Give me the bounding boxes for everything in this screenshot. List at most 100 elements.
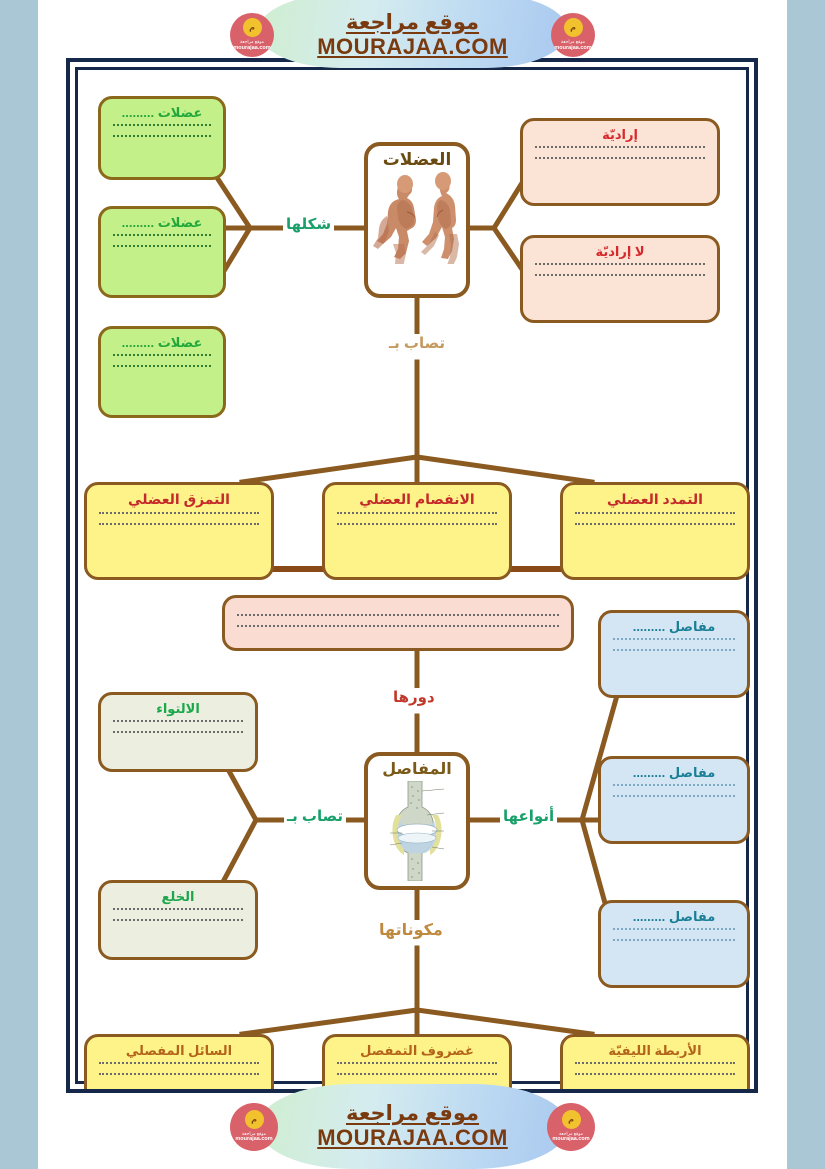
- muscle-voluntary-box[interactable]: إراديّة: [520, 118, 720, 206]
- joints-hub[interactable]: المفاصل: [364, 752, 470, 890]
- logo-bottom-right: م موقع مراجعة mourajaa.com: [547, 1102, 595, 1151]
- answer-line[interactable]: [575, 511, 735, 514]
- logo-caption-url: mourajaa.com: [235, 1136, 273, 1143]
- answer-line[interactable]: [337, 511, 497, 514]
- joint-component-box-2-title: غضروف التمفصل: [360, 1043, 474, 1058]
- answer-line[interactable]: [613, 928, 735, 931]
- answer-line[interactable]: [613, 784, 735, 787]
- logo-top-left: م موقع مراجعة mourajaa.com: [230, 13, 274, 57]
- joint-type-box-1-title: مفاصل .........: [632, 619, 716, 634]
- answer-line[interactable]: [575, 522, 735, 525]
- bottom-banner: م موقع مراجعة mourajaa.com م موقع مراجعة…: [38, 1084, 787, 1169]
- answer-line[interactable]: [535, 146, 705, 149]
- joint-component-box-1-title: السائل المفصلي: [125, 1043, 233, 1058]
- muscle-injury-box-2[interactable]: الانفصام العضلي: [322, 482, 512, 580]
- joint-type-box-3-title: مفاصل .........: [632, 909, 716, 924]
- muscle-shape-box-2[interactable]: عضلات .........: [98, 206, 226, 298]
- answer-line[interactable]: [613, 638, 735, 641]
- answer-line[interactable]: [337, 1073, 497, 1076]
- answer-line[interactable]: [113, 919, 243, 922]
- site-url[interactable]: MOURAJAA.COM: [317, 1125, 508, 1151]
- joint-component-box-3[interactable]: الأربطة الليفيّة: [560, 1034, 750, 1089]
- logo-badge-icon: م: [244, 1109, 264, 1129]
- answer-line[interactable]: [337, 522, 497, 525]
- muscle-injury-box-3[interactable]: التمدد العضلي: [560, 482, 750, 580]
- logo-badge-icon: م: [242, 18, 262, 38]
- joint-component-box-2[interactable]: غضروف التمفصل: [322, 1034, 512, 1089]
- logo-caption-url: mourajaa.com: [554, 44, 592, 51]
- answer-line[interactable]: [99, 1073, 259, 1076]
- muscle-involuntary-box[interactable]: لا إراديّة: [520, 235, 720, 323]
- muscles-hub-title: العضلات: [382, 150, 452, 169]
- muscle-shape-box-1[interactable]: عضلات .........: [98, 96, 226, 180]
- joint-injury-box-1-title: الالتواء: [156, 701, 200, 716]
- joint-component-box-1[interactable]: السائل المفصلي: [84, 1034, 274, 1089]
- muscle-injury-box-3-title: التمدد العضلي: [607, 491, 703, 507]
- answer-line[interactable]: [237, 614, 559, 616]
- joint-type-box-1[interactable]: مفاصل .........: [598, 610, 750, 698]
- answer-line[interactable]: [535, 263, 705, 266]
- site-url[interactable]: MOURAJAA.COM: [317, 33, 508, 59]
- muscle-shape-box-2-title: عضلات .........: [121, 215, 203, 230]
- answer-line[interactable]: [613, 939, 735, 942]
- muscle-shape-box-3-title: عضلات .........: [121, 335, 203, 350]
- edge-label-muscle-shape: شكلها: [283, 215, 335, 233]
- joints-hub-title: المفاصل: [382, 761, 452, 778]
- edge-label-muscle-injury: تصاب بـ: [386, 334, 449, 352]
- logo-badge-icon: م: [561, 1109, 581, 1129]
- answer-line[interactable]: [535, 274, 705, 277]
- joint-injury-box-2-title: الخلع: [161, 889, 195, 904]
- logo-caption-arabic: موقع مراجعة: [241, 1130, 267, 1136]
- logo-caption-top-right: موقع مراجعة mourajaa.com: [554, 39, 591, 52]
- joint-type-box-2-title: مفاصل .........: [632, 765, 716, 780]
- muscle-voluntary-title: إراديّة: [602, 127, 638, 142]
- logo-badge-icon: م: [563, 18, 583, 38]
- edge-label-joints-types: أنواعها: [500, 807, 558, 825]
- answer-line[interactable]: [113, 720, 243, 723]
- answer-line[interactable]: [113, 234, 211, 237]
- answer-line[interactable]: [113, 908, 243, 911]
- logo-top-right: م موقع مراجعة mourajaa.com: [551, 13, 595, 57]
- answer-line[interactable]: [99, 511, 259, 514]
- joint-component-box-3-title: الأربطة الليفيّة: [608, 1043, 702, 1058]
- top-banner: م موقع مراجعة mourajaa.com م موقع مراجعة…: [38, 0, 787, 70]
- banner-text-bottom: موقع مراجعة MOURAJAA.COM: [38, 1084, 787, 1169]
- answer-line[interactable]: [113, 124, 211, 127]
- edge-label-joints-role: دورها: [390, 688, 438, 706]
- answer-line[interactable]: [99, 522, 259, 525]
- muscle-shape-box-3[interactable]: عضلات .........: [98, 326, 226, 418]
- logo-caption-bottom-right: موقع مراجعة mourajaa.com: [552, 1131, 589, 1144]
- edge-label-joints-injury: تصاب بـ: [284, 807, 347, 825]
- answer-line[interactable]: [113, 245, 211, 248]
- knee-joint-diagram-icon: [389, 781, 445, 882]
- answer-line[interactable]: [337, 1062, 497, 1065]
- answer-line[interactable]: [99, 1062, 259, 1065]
- answer-line[interactable]: [613, 795, 735, 798]
- answer-line[interactable]: [113, 365, 211, 368]
- muscle-involuntary-title: لا إراديّة: [595, 244, 645, 259]
- logo-caption-arabic: موقع مراجعة: [239, 39, 265, 45]
- joint-type-box-3[interactable]: مفاصل .........: [598, 900, 750, 988]
- answer-line[interactable]: [613, 649, 735, 652]
- muscles-hub[interactable]: العضلات: [364, 142, 470, 298]
- joint-injury-box-1[interactable]: الالتواء: [98, 692, 258, 772]
- answer-line[interactable]: [535, 157, 705, 160]
- joint-type-box-2[interactable]: مفاصل .........: [598, 756, 750, 844]
- answer-line[interactable]: [575, 1062, 735, 1065]
- muscular-figures-icon: [373, 172, 459, 265]
- joint-injury-box-2[interactable]: الخلع: [98, 880, 258, 960]
- muscle-injury-box-1[interactable]: التمزق العضلي: [84, 482, 274, 580]
- banner-pill-bottom: [257, 1084, 568, 1169]
- logo-caption-arabic: موقع مراجعة: [558, 1130, 584, 1136]
- banner-pill-top: [257, 0, 568, 68]
- site-name-arabic: موقع مراجعة: [345, 1102, 480, 1126]
- answer-line[interactable]: [113, 354, 211, 357]
- joints-role-box[interactable]: [222, 595, 574, 651]
- answer-line[interactable]: [575, 1073, 735, 1076]
- muscle-injury-box-2-title: الانفصام العضلي: [359, 491, 475, 507]
- site-name-arabic: موقع مراجعة: [345, 10, 480, 34]
- answer-line[interactable]: [237, 625, 559, 627]
- logo-caption-bottom-left: موقع مراجعة mourajaa.com: [235, 1131, 272, 1144]
- answer-line[interactable]: [113, 731, 243, 734]
- answer-line[interactable]: [113, 135, 211, 138]
